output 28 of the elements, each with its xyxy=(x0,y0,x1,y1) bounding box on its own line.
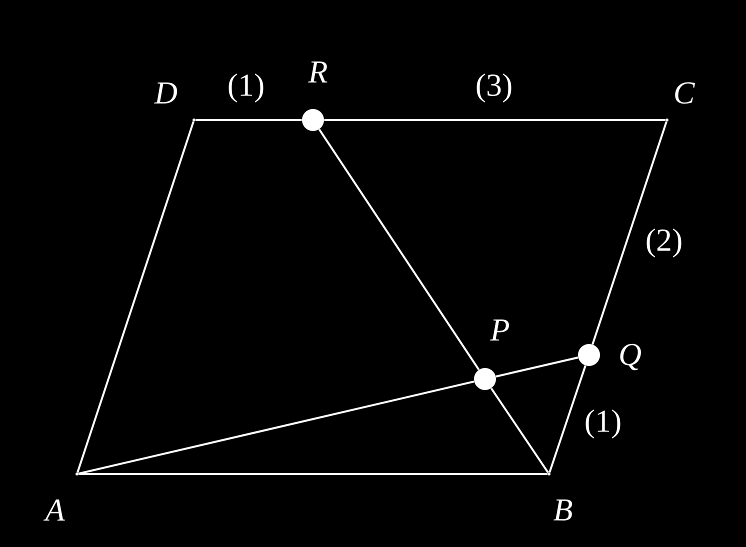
edge-label: (1) xyxy=(583,408,623,440)
point-label: D xyxy=(154,82,178,104)
vertex-point xyxy=(76,472,78,476)
line-segment xyxy=(78,380,474,475)
point-label: R xyxy=(308,62,328,82)
point-label: A xyxy=(43,499,65,521)
line-segment xyxy=(496,356,578,378)
vertex-point xyxy=(666,118,668,122)
point-dot xyxy=(302,109,324,131)
edge-label: (1) xyxy=(226,72,266,104)
point-label: Q xyxy=(620,344,641,370)
point-dot xyxy=(474,368,496,390)
point-label: C xyxy=(675,82,695,104)
vertex-point xyxy=(192,118,196,122)
point-label: B xyxy=(554,499,572,521)
line-segment xyxy=(490,388,549,474)
point-dot xyxy=(578,344,600,366)
line-segment xyxy=(592,121,668,345)
vertex-point xyxy=(548,472,550,476)
edge-label: (2) xyxy=(644,228,684,259)
line-segment xyxy=(548,365,586,473)
line-segment xyxy=(78,473,548,475)
line-segment xyxy=(318,128,480,370)
line-segment xyxy=(324,119,666,121)
line-segment xyxy=(196,119,302,121)
point-label: P xyxy=(490,320,509,340)
edge-label: (3) xyxy=(474,72,514,104)
line-segment xyxy=(76,121,194,473)
